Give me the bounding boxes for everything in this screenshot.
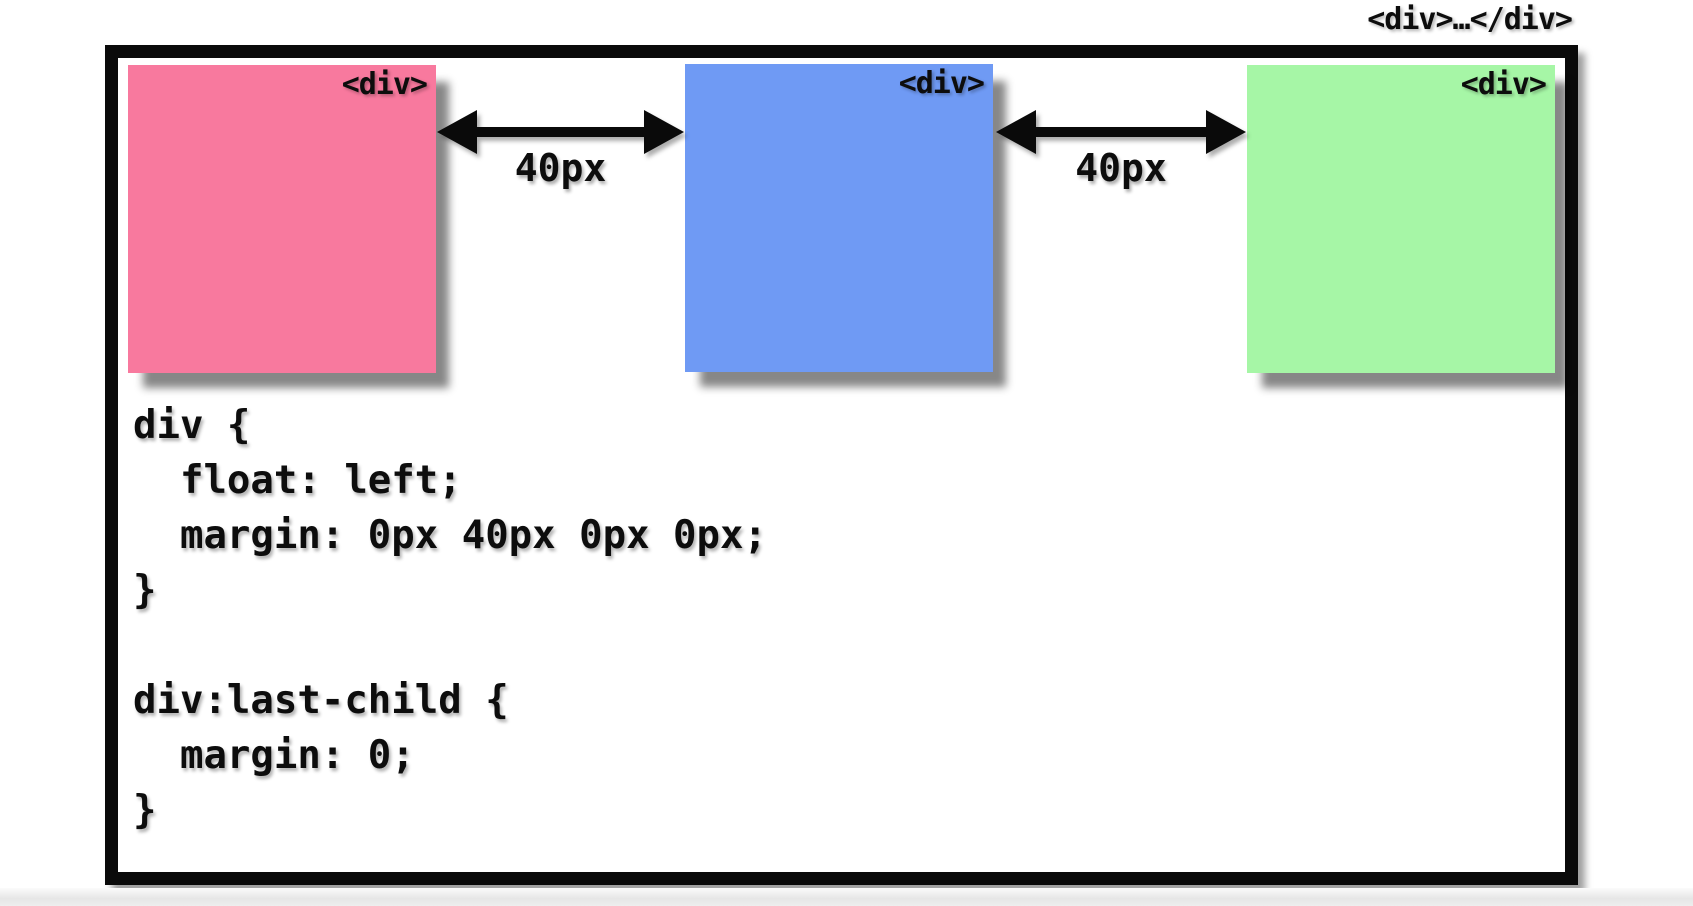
- pink-box: <div>: [128, 65, 436, 373]
- code-line: }: [133, 788, 157, 833]
- css-code-block: div { float: left; margin: 0px 40px 0px …: [133, 398, 767, 838]
- bottom-edge-strip: [0, 888, 1693, 906]
- code-line: div {: [133, 403, 251, 448]
- double-arrow-icon: [996, 110, 1246, 154]
- code-line: float: left;: [133, 458, 462, 503]
- code-line: div:last-child {: [133, 678, 509, 723]
- code-line: margin: 0px 40px 0px 0px;: [133, 513, 767, 558]
- gap-size-label: 40px: [514, 146, 607, 190]
- blue-box: <div>: [685, 64, 993, 372]
- code-line: }: [133, 568, 157, 613]
- pink-box-label: <div>: [341, 67, 428, 102]
- blue-box-label: <div>: [898, 66, 985, 101]
- code-line: [133, 618, 767, 673]
- green-box: <div>: [1247, 65, 1555, 373]
- double-arrow-icon: [437, 110, 684, 154]
- code-line: margin: 0;: [133, 733, 415, 778]
- gap-size-label: 40px: [1075, 146, 1167, 190]
- green-box-label: <div>: [1460, 67, 1547, 102]
- outer-container-label: <div>…</div>: [1367, 2, 1573, 37]
